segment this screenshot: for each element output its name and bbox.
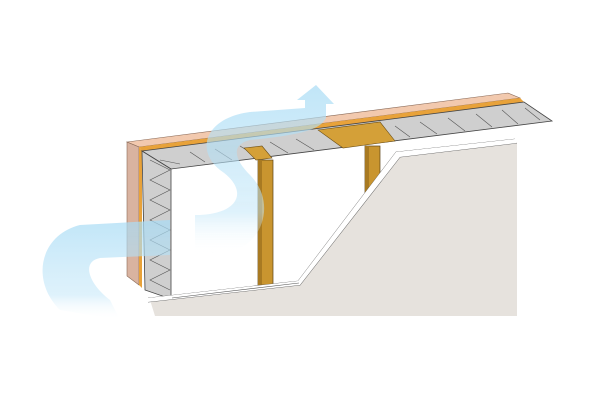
top-plate [317,121,396,149]
airflow-arrow-icon [195,85,334,255]
drywall [147,138,518,316]
airflow [42,85,334,320]
